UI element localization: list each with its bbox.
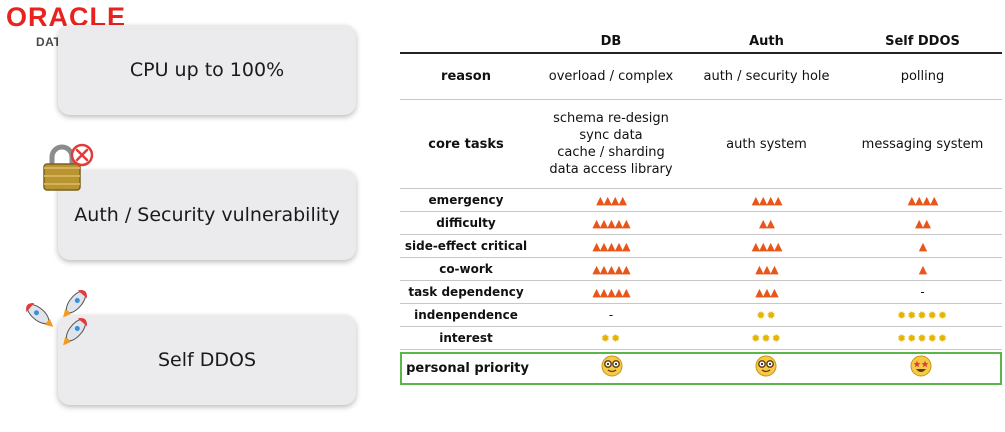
header-db: DB	[600, 33, 622, 49]
table-row-indenpendence: indenpendence-✹✹✹✹✹✹✹	[400, 304, 1002, 327]
row-label: personal priority	[406, 361, 529, 376]
rockets-icon	[26, 290, 88, 346]
cell-ddos: ▲▲▲▲	[843, 192, 1002, 209]
cell-db: overload / complex	[548, 69, 674, 84]
cell-auth: auth system	[726, 136, 807, 152]
flame-icons: ▲▲▲	[755, 262, 778, 276]
cell-ddos: messaging system	[861, 136, 984, 152]
nerd-face-icon	[755, 355, 777, 377]
table-row-core-tasks: core tasks schema re-design sync data ca…	[400, 100, 1002, 189]
row-label: indenpendence	[414, 307, 518, 322]
table-row-emergency: emergency ▲▲▲▲ ▲▲▲▲ ▲▲▲▲	[400, 189, 1002, 212]
card-cpu-label: CPU up to 100%	[129, 59, 285, 81]
cell-db: ▲▲▲▲	[532, 192, 690, 209]
cell-db: -	[608, 307, 614, 322]
flame-icons: ▲▲▲▲▲	[592, 285, 630, 299]
cell-db	[533, 355, 690, 382]
cell-ddos: ▲	[843, 261, 1002, 278]
cell-auth: auth / security hole	[703, 69, 830, 84]
cell-auth: ▲▲▲▲	[690, 238, 843, 255]
sun-icons: ✹✹✹	[751, 331, 782, 345]
cell-ddos: ▲	[843, 238, 1002, 255]
cell-auth: ✹✹	[690, 307, 843, 324]
flame-icons: ▲▲▲▲▲	[592, 262, 630, 276]
row-label: difficulty	[436, 215, 496, 230]
star-struck-face-icon	[910, 355, 932, 377]
table-row-personal-priority: personal priority	[400, 352, 1002, 385]
cell-ddos: ✹✹✹✹✹	[843, 307, 1002, 324]
table-row-difficulty: difficulty▲▲▲▲▲▲▲▲▲	[400, 212, 1002, 235]
cell-auth: ▲▲	[690, 215, 843, 232]
cell-auth: ▲▲▲	[690, 284, 843, 301]
cell-ddos: ▲▲	[843, 215, 1002, 232]
table-header-row: DB Auth Self DDOS	[400, 30, 1002, 54]
row-label: core tasks	[428, 136, 504, 152]
row-label: task dependency	[408, 284, 524, 299]
cell-auth: ▲▲▲▲	[690, 192, 843, 209]
sun-icons: ✹✹✹✹✹	[896, 331, 949, 345]
cell-db: ▲▲▲▲▲	[532, 284, 690, 301]
cell-db: ✹✹	[532, 330, 690, 347]
cell-auth: ▲▲▲	[690, 261, 843, 278]
core-task-line: cache / sharding	[557, 145, 665, 160]
flame-icons: ▲▲▲▲▲	[592, 239, 630, 253]
cell-db: schema re-design sync data cache / shard…	[532, 110, 690, 178]
core-task-line: data access library	[549, 162, 673, 177]
row-label: reason	[441, 69, 491, 84]
table-row-side-effect-critical: side-effect critical▲▲▲▲▲▲▲▲▲▲	[400, 235, 1002, 258]
cell-ddos: polling	[900, 69, 945, 84]
table-row-interest: interest✹✹✹✹✹✹✹✹✹✹	[400, 327, 1002, 350]
header-auth: Auth	[749, 33, 784, 49]
header-ddos: Self DDOS	[885, 33, 960, 49]
flame-icons: ▲▲▲▲	[907, 193, 939, 207]
card-ddos: Self DDOS	[58, 315, 356, 405]
rating-rows: emergency▲▲▲▲▲▲▲▲▲▲▲▲difficulty▲▲▲▲▲▲▲▲▲…	[400, 189, 1002, 350]
nerd-face-icon	[601, 355, 623, 377]
cell-auth: ✹✹✹	[690, 330, 843, 347]
cell-db: ▲▲▲▲▲	[532, 261, 690, 278]
flame-icons: ▲▲	[759, 216, 775, 230]
row-label: co-work	[439, 261, 493, 276]
comparison-table: DB Auth Self DDOS reason overload / comp…	[400, 30, 1002, 385]
cell-auth	[690, 355, 842, 382]
cell-ddos: ✹✹✹✹✹	[843, 330, 1002, 347]
core-task-line: sync data	[579, 128, 643, 143]
flame-icons: ▲	[918, 262, 928, 276]
padlock-icon	[43, 143, 94, 191]
flame-icons: ▲▲▲▲▲	[592, 216, 630, 230]
flame-icons: ▲▲▲▲	[751, 193, 783, 207]
flame-icons: ▲▲▲	[755, 285, 778, 299]
flame-icons: ▲▲▲▲	[596, 193, 627, 207]
row-label: side-effect critical	[404, 238, 528, 253]
card-ddos-label: Self DDOS	[157, 349, 257, 371]
cell-db: ▲▲▲▲▲	[532, 238, 690, 255]
row-label: interest	[439, 330, 493, 345]
flame-icons: ▲▲▲▲	[751, 239, 783, 253]
table-row-reason: reason overload / complex auth / securit…	[400, 54, 1002, 100]
flame-icons: ▲	[918, 239, 928, 253]
sun-icons: ✹✹	[600, 331, 622, 345]
row-label: emergency	[428, 192, 504, 207]
sun-icons: ✹✹	[756, 308, 777, 322]
flame-icons: ▲▲	[915, 216, 931, 230]
sun-icons: ✹✹✹✹✹	[896, 308, 949, 322]
card-cpu: CPU up to 100%	[58, 25, 356, 115]
cell-db: ▲▲▲▲▲	[532, 215, 690, 232]
table-row-task-dependency: task dependency▲▲▲▲▲▲▲▲-	[400, 281, 1002, 304]
card-auth-label: Auth / Security vulnerability	[74, 204, 340, 226]
table-row-co-work: co-work▲▲▲▲▲▲▲▲▲	[400, 258, 1002, 281]
cell-ddos: -	[920, 284, 925, 299]
cell-ddos	[842, 355, 1000, 382]
card-auth: Auth / Security vulnerability	[58, 170, 356, 260]
core-task-line: schema re-design	[553, 111, 669, 126]
